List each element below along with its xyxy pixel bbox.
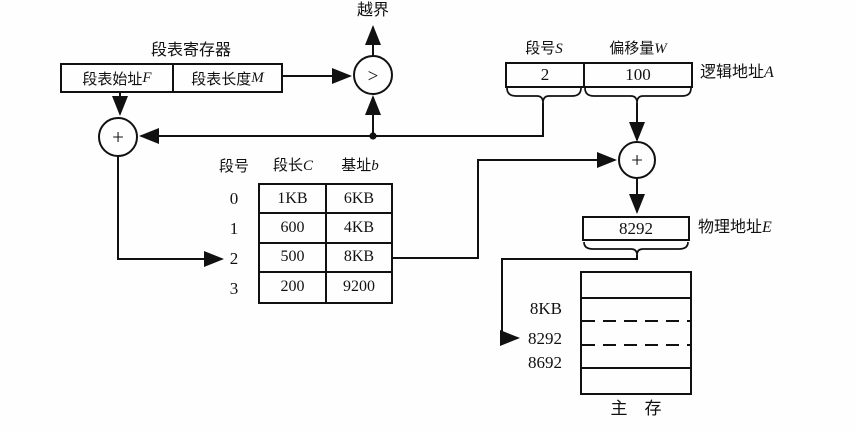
table-row-index-2: 2: [229, 249, 239, 268]
physical-address-label-text: 物理地址: [698, 219, 763, 236]
table-cell-length-0: 1KB: [260, 185, 327, 215]
wire-s-to-adder: [139, 103, 544, 144]
register-length-var: M: [251, 69, 264, 86]
adder-right-plus-icon: +: [631, 148, 643, 172]
segment-table: 1KB 6KB 600 4KB 500 8KB 200 9200: [258, 183, 393, 304]
segment-number-header-var: S: [555, 41, 563, 57]
wire-physical-to-memory: [500, 255, 638, 346]
adder-left-circle: [98, 117, 138, 157]
comparator-greater-icon: >: [368, 66, 379, 87]
table-length-header-text: 段长: [272, 158, 303, 174]
adder-right-circle: [618, 141, 656, 179]
wire-base-to-adder: [393, 152, 617, 259]
junction-dot: [369, 132, 377, 140]
offset-value-text: 100: [625, 65, 651, 84]
overflow-label: 越界: [356, 2, 389, 19]
offset-header-text: 偏移量: [609, 41, 655, 57]
physical-address-label: 物理地址E: [698, 219, 772, 237]
table-base-header-text: 基址: [341, 158, 372, 174]
brace-physical-address: [583, 241, 689, 256]
table-cell-length-1: 600: [260, 214, 327, 244]
logical-address-label-text: 逻辑地址: [700, 64, 765, 81]
table-cell-base-0: 6KB: [327, 185, 391, 215]
table-row-index-0: 0: [229, 189, 239, 208]
table-length-header-var: C: [303, 158, 314, 174]
register-start-text: 段表始址: [82, 71, 143, 88]
table-base-header: 基址b: [329, 158, 391, 175]
segment-number-header: 段号S: [505, 41, 583, 58]
segment-number-value-text: 2: [540, 65, 550, 84]
offset-value: 100: [583, 64, 691, 86]
physical-address-label-var: E: [762, 219, 772, 236]
memory-address-8692: 8692: [528, 353, 562, 372]
brace-offset: [584, 87, 692, 104]
memory-address-8kb: 8KB: [529, 299, 562, 318]
register-length-text: 段表长度: [191, 71, 252, 88]
offset-header-var: W: [654, 41, 667, 57]
logical-address-label: 逻辑地址A: [700, 64, 774, 82]
table-base-header-var: b: [371, 158, 379, 174]
wire-adder-to-table-row2: [117, 156, 224, 267]
table-cell-base-2: 8KB: [327, 244, 391, 273]
adder-left-plus-icon: +: [112, 125, 124, 149]
segment-number-value: 2: [507, 64, 583, 86]
main-memory-caption: 主 存: [610, 399, 662, 418]
table-row-index-3: 3: [229, 279, 239, 298]
brace-segment-number: [506, 87, 582, 104]
register-start-var: F: [142, 69, 152, 86]
segment-table-register-title: 段表寄存器: [150, 42, 231, 59]
table-index-header: 段号: [218, 159, 249, 175]
segment-number-header-text: 段号: [525, 41, 556, 57]
logical-address-label-var: A: [764, 64, 774, 81]
physical-address-value-text: 8292: [619, 218, 653, 238]
table-cell-length-2: 500: [260, 243, 327, 273]
memory-address-8292: 8292: [528, 329, 562, 348]
table-cell-length-3: 200: [260, 272, 327, 302]
comparator-circle: [353, 55, 393, 95]
table-length-header: 段长C: [260, 158, 326, 175]
table-row-index-1: 1: [229, 219, 239, 238]
physical-address-value: 8292: [584, 218, 688, 239]
table-cell-base-3: 9200: [343, 278, 375, 296]
physical-address-box: 8292: [582, 216, 690, 241]
offset-header: 偏移量W: [583, 41, 693, 58]
main-memory-box: [580, 271, 692, 395]
table-cell-base-1: 4KB: [327, 214, 391, 244]
logical-address-box: 2 100: [505, 62, 693, 88]
